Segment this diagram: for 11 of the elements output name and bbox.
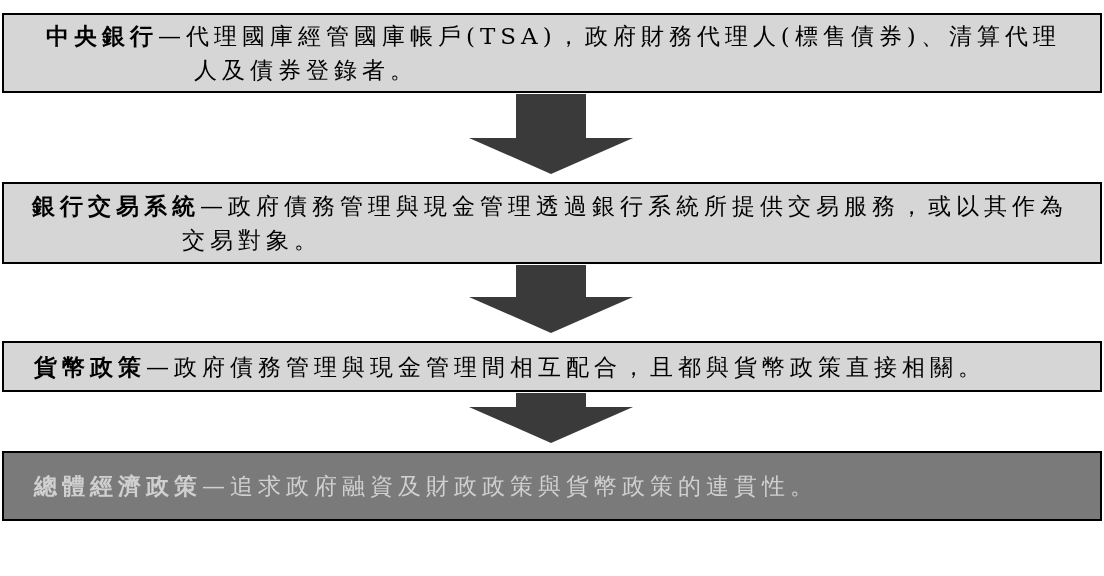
block-arrow — [469, 393, 633, 443]
process-box — [2, 451, 1102, 521]
process-box — [2, 182, 1102, 264]
process-box — [2, 13, 1102, 93]
box-text: 銀行交易系統—政府債務管理與現金管理透過銀行系統所提供交易服務，或以其作為交易對象。 — [30, 191, 1069, 255]
box-text: 中央銀行—代理國庫經管國庫帳戶(TSA)，政府財務代理人(標售債券)、清算代理人及債券登錄者。 — [45, 21, 1062, 85]
block-arrow — [469, 265, 633, 333]
block-arrow — [469, 94, 633, 174]
box-text: 總體經濟政策—追求政府融資及財政政策與貨幣政策的連貫性。 — [32, 471, 819, 501]
box-text: 貨幣政策—政府債務管理與現金管理間相互配合，且都與貨幣政策直接相關。 — [33, 351, 987, 382]
process-box — [2, 341, 1102, 392]
